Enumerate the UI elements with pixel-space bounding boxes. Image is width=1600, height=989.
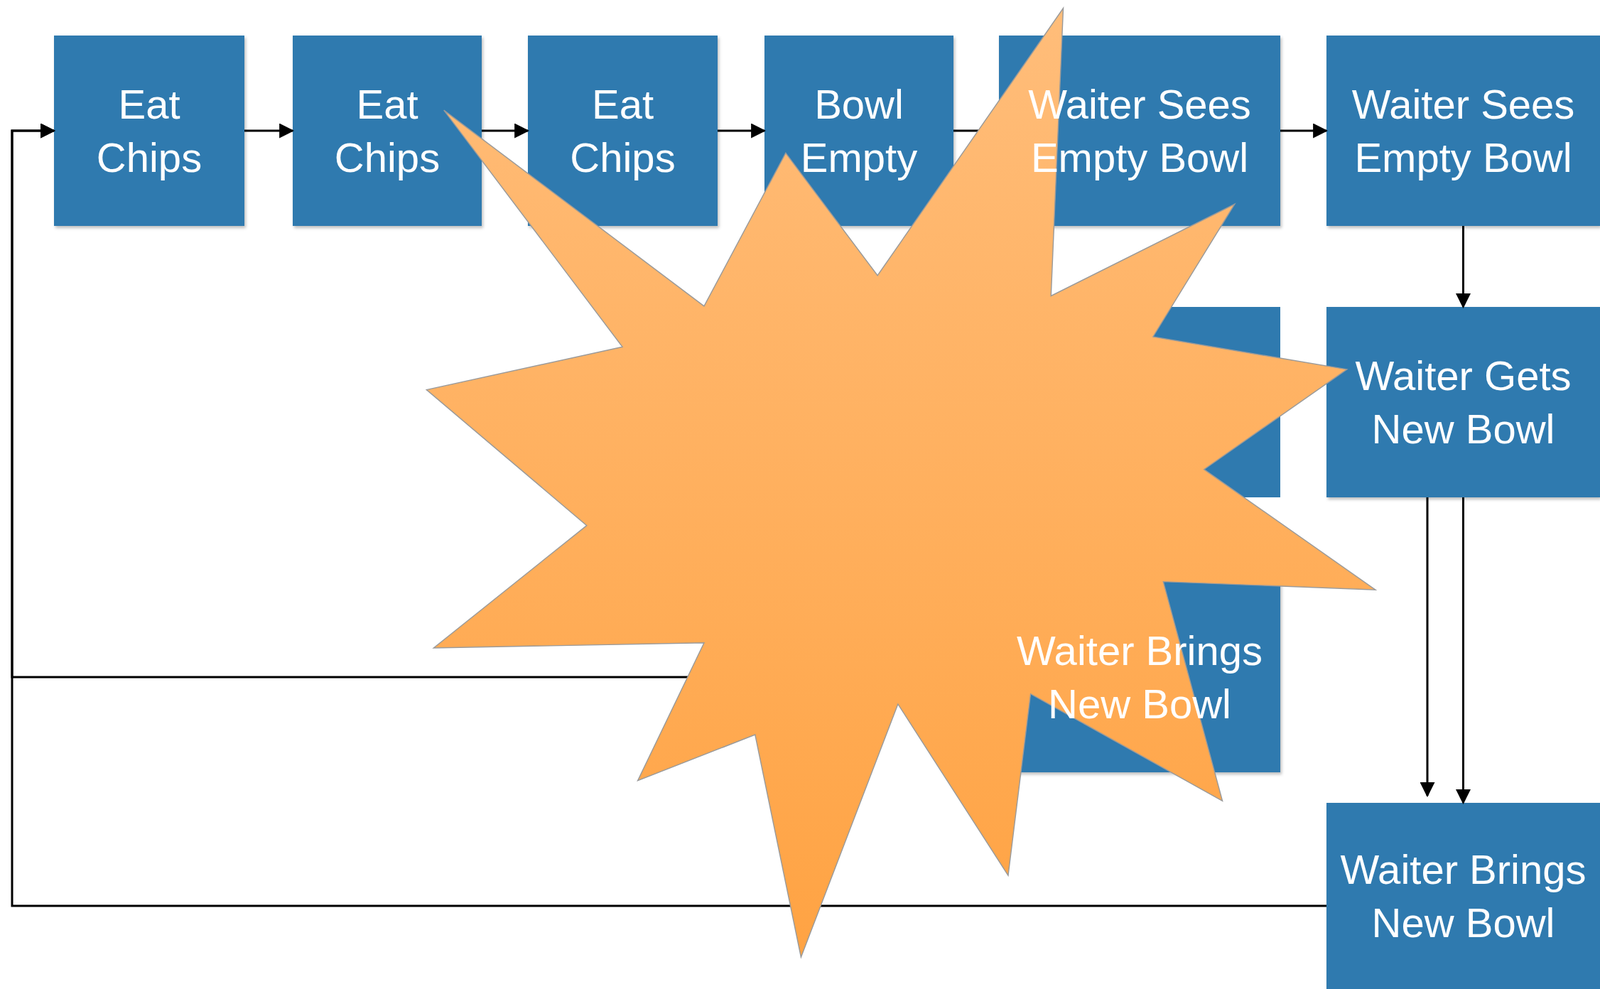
process-box: Waiter Brings New Bowl [1326,802,1600,989]
flow-arrow [481,130,528,133]
process-box: Eat Chips [53,35,245,226]
box-label: Eat Chips [299,77,475,185]
box-label: Waiter Sees Empty Bowl [1006,77,1274,185]
flow-arrow [1280,130,1327,133]
process-box: Waiter Gets New Bowl [1326,306,1600,498]
explosion-starburst [426,7,1376,958]
box-label: Waiter Brings New Bowl [1333,842,1593,950]
process-box: Eat Chips [292,35,482,226]
process-box: Waiter Sees Empty Bowl [1326,35,1600,226]
flow-arrow [244,130,293,133]
box-label: Eat Chips [61,77,238,185]
box-label: Waiter Brings New Bowl [1006,623,1274,732]
flow-arrow [717,130,765,133]
box-label: Bowl Empty [771,77,947,185]
box-label: Eat Chips [534,77,711,185]
flow-arrow [1462,225,1465,307]
box-label: Waiter Sees Empty Bowl [1333,77,1593,185]
flow-arrow [1426,497,1429,796]
box-label: Waiter Gets New Bowl [1333,348,1593,457]
flow-arrow [1462,497,1465,803]
